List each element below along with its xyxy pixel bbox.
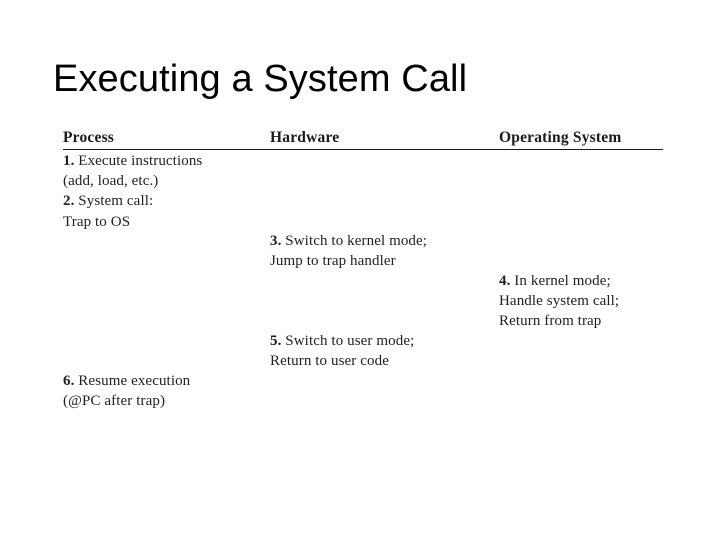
- step-line: 5. Switch to user mode;: [270, 331, 414, 351]
- step-line: Return from trap: [499, 313, 602, 330]
- step-line: (@PC after trap): [63, 393, 166, 410]
- step-text: Switch to kernel mode;: [281, 233, 428, 249]
- column-header-hardware: Hardware: [270, 129, 340, 146]
- step-text: Execute instructions: [74, 153, 203, 169]
- header-divider-rule: [63, 149, 663, 150]
- step-line: 3. Switch to kernel mode;: [270, 231, 427, 251]
- step-line: Jump to trap handler: [270, 253, 396, 270]
- step-block-process-resume: 6. Resume execution (@PC after trap): [63, 371, 190, 411]
- step-line: 1. Execute instructions: [63, 151, 202, 171]
- step-text: System call:: [74, 193, 154, 210]
- step-text: Switch to user mode;: [281, 333, 415, 349]
- step-number: 3.: [270, 233, 282, 249]
- page-title: Executing a System Call: [53, 58, 468, 100]
- step-number: 6.: [63, 373, 75, 389]
- column-header-process: Process: [63, 129, 115, 146]
- step-line: Return to user code: [270, 353, 389, 370]
- step-block-hardware-user: 5. Switch to user mode; Return to user c…: [270, 331, 414, 371]
- step-block-os-handle: 4. In kernel mode; Handle system call; R…: [499, 271, 619, 332]
- step-line: Handle system call;: [499, 293, 620, 310]
- column-header-operating-system: Operating System: [499, 129, 622, 146]
- step-block-process-top: 1. Execute instructions (add, load, etc.…: [63, 151, 202, 232]
- step-number: 2.: [63, 193, 75, 210]
- step-line: (add, load, etc.): [63, 173, 159, 190]
- step-number: 4.: [499, 273, 511, 289]
- step-line: 6. Resume execution: [63, 371, 190, 391]
- step-line: 4. In kernel mode;: [499, 271, 619, 291]
- step-line: Trap to OS: [63, 213, 131, 230]
- step-text: In kernel mode;: [510, 273, 611, 289]
- step-block-hardware-kernel: 3. Switch to kernel mode; Jump to trap h…: [270, 231, 427, 271]
- step-line: 2. System call:: [63, 191, 202, 211]
- step-text: Resume execution: [74, 373, 191, 389]
- step-number: 5.: [270, 333, 282, 349]
- step-number: 1.: [63, 153, 75, 169]
